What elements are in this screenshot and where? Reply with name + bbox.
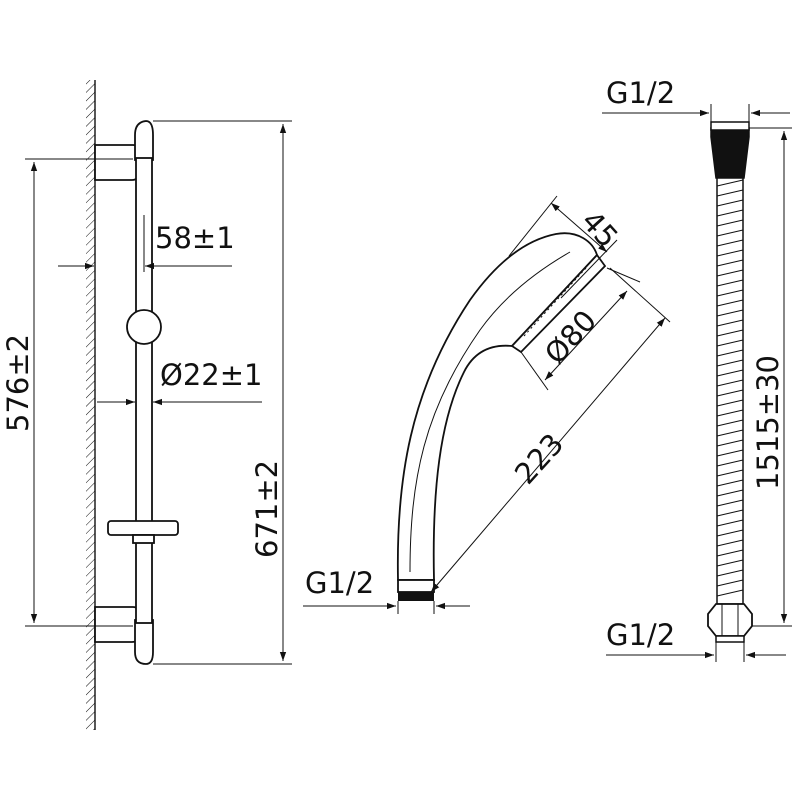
soap-dish-clamp xyxy=(132,534,155,544)
shower-length-label: 223 xyxy=(508,427,570,491)
slider-knob xyxy=(126,309,162,345)
rail-bottom-cap xyxy=(134,619,154,665)
hose-spiral xyxy=(716,179,744,597)
hand-shower-view: 45 Ø80 223 G1/2 xyxy=(303,195,671,614)
rail-tube xyxy=(135,157,153,624)
wall-offset-label: 58±1 xyxy=(155,221,235,255)
rail-top-cap xyxy=(134,120,154,161)
hose-bottom-nut xyxy=(707,603,753,637)
wall-hatching xyxy=(86,80,95,730)
bottom-wall-bracket xyxy=(94,606,140,643)
hand-shower-body xyxy=(396,232,599,581)
shower-thread-label: G1/2 xyxy=(305,566,374,600)
shower-rail-view: 671±2 576±2 58±1 Ø22±1 xyxy=(1,80,292,730)
hose-view: G1/2 1515±30 G1/2 xyxy=(602,76,792,662)
hose-length-label: 1515±30 xyxy=(751,355,785,490)
hose-top-nut xyxy=(710,127,750,179)
shower-length-dimension xyxy=(430,317,666,593)
hose-bottom-thread-label: G1/2 xyxy=(606,618,675,652)
top-wall-bracket xyxy=(94,144,140,181)
rail-diameter-label: Ø22±1 xyxy=(160,358,262,392)
shower-connector-nut xyxy=(397,579,435,593)
bracket-spacing-label: 576±2 xyxy=(1,334,35,432)
hose-top-thread-label: G1/2 xyxy=(606,76,675,110)
rail-height-label: 671±2 xyxy=(250,460,284,558)
head-depth-dimension xyxy=(550,202,608,253)
soap-dish xyxy=(107,520,179,536)
shower-thread xyxy=(398,592,434,601)
